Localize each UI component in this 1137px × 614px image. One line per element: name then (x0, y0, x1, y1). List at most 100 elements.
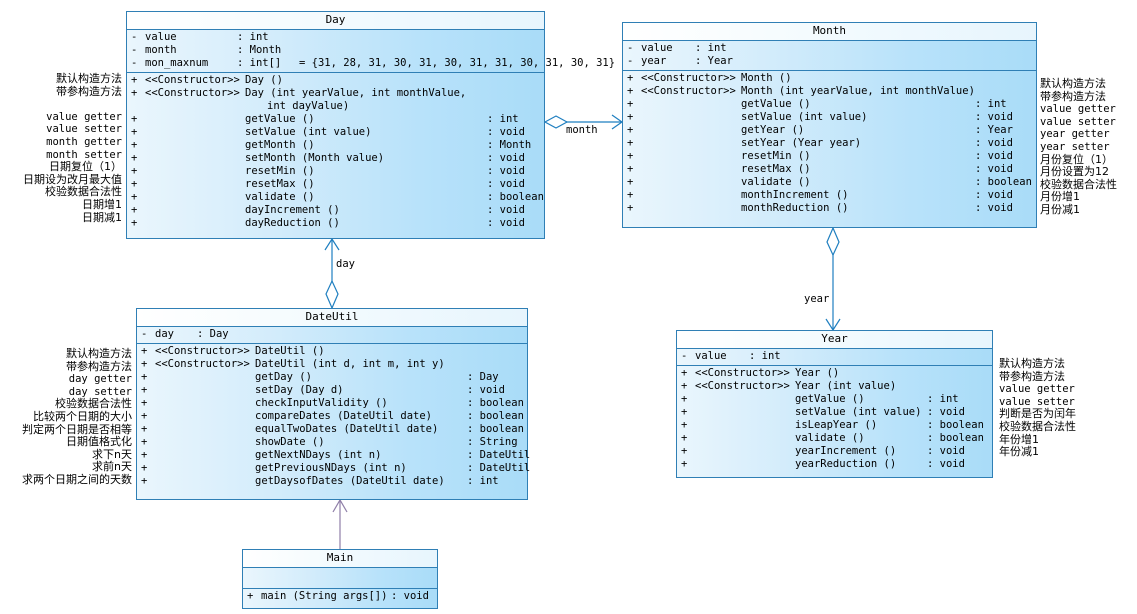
visibility-marker: + (141, 410, 148, 422)
visibility-marker: + (131, 165, 138, 177)
operation-row: +setValue (int value): void (127, 126, 544, 139)
visibility-marker: + (627, 137, 634, 149)
member-name: dayReduction () (245, 217, 340, 229)
annotation-line: 月份增1 (1040, 190, 1080, 204)
member-name: checkInputValidity () (255, 397, 388, 409)
operation-row: +dayIncrement (): void (127, 204, 544, 217)
annotation-line: year getter (1040, 128, 1110, 141)
visibility-marker: + (681, 445, 688, 457)
operation-row: +getDaysofDates (DateUtil date): int (137, 475, 527, 488)
visibility-marker: + (131, 204, 138, 216)
member-type: : void (927, 445, 965, 457)
operation-row: +getNextNDays (int n): DateUtil (137, 449, 530, 462)
member-name: Month () (741, 72, 792, 84)
class-title-main: Main (243, 550, 437, 568)
member-type: : int (927, 393, 959, 405)
member-type: : void (975, 111, 1013, 123)
member-type: : int (695, 42, 727, 54)
annotation-line: value getter (999, 383, 1075, 396)
operation-row: +validate (): boolean (127, 191, 544, 204)
member-name: monthReduction () (741, 202, 849, 214)
member-name: int dayValue) (267, 100, 350, 112)
member-type: : boolean (467, 397, 524, 409)
attribute-row: -value: int (623, 42, 1036, 55)
class-attributes-day: -value: int-month: Month-mon_maxnum: int… (127, 30, 615, 73)
visibility-marker: + (131, 126, 138, 138)
visibility-marker: + (627, 72, 634, 84)
member-type: : void (927, 406, 965, 418)
class-box-main[interactable]: Main +main (String args[]): void (242, 549, 438, 609)
annotation-line: 带参构造方法 (999, 369, 1065, 383)
annotation-line: day getter (68, 373, 132, 386)
member-name: getDaysofDates (DateUtil date) (255, 475, 445, 487)
class-box-month[interactable]: Month -value: int-year: Year +<<Construc… (622, 22, 1037, 228)
member-name: setMonth (Month value) (245, 152, 385, 164)
operation-row: +<<Constructor>>Month (int yearValue, in… (623, 85, 1036, 98)
member-type: : Year (695, 55, 733, 67)
annotation-line: 校验数据合法性 (999, 419, 1076, 433)
member-type: : void (487, 217, 525, 229)
member-name: equalTwoDates (DateUtil date) (255, 423, 439, 435)
annotation-line: 判定两个日期是否相等 (22, 422, 132, 436)
member-name: setValue (int value) (795, 406, 922, 418)
visibility-marker: + (627, 111, 634, 123)
member-type: : void (487, 126, 525, 138)
member-name: Year (int value) (795, 380, 897, 392)
annotation-line: 年份减1 (999, 445, 1039, 459)
stereotype: <<Constructor>> (155, 345, 250, 357)
edge-dateutil-day (324, 237, 340, 310)
visibility-marker: - (131, 44, 138, 56)
member-type: : void (975, 150, 1013, 162)
member-name: Day (int yearValue, int monthValue, (245, 87, 467, 99)
member-type: : Month (487, 139, 532, 151)
operation-row: +setYear (Year year): void (623, 137, 1036, 150)
member-name: getNextNDays (int n) (255, 449, 382, 461)
member-name: value (145, 31, 177, 43)
operation-row: +<<Constructor>>Month () (623, 72, 1036, 85)
operation-row: +<<Constructor>>Day (int yearValue, int … (127, 87, 544, 100)
visibility-marker: + (247, 590, 254, 602)
visibility-marker: + (141, 436, 148, 448)
member-name: yearReduction () (795, 458, 897, 470)
class-box-year[interactable]: Year -value: int +<<Constructor>>Year ()… (676, 330, 993, 478)
annotation-line: 默认构造方法 (999, 357, 1065, 370)
attribute-row: -value: int (127, 31, 544, 44)
member-name: getMonth () (245, 139, 315, 151)
member-name: setValue (int value) (741, 111, 868, 123)
visibility-marker: - (131, 31, 138, 43)
attribute-row: -day: Day (137, 328, 527, 341)
member-name: resetMin () (245, 165, 315, 177)
member-name: showDate () (255, 436, 325, 448)
visibility-marker: + (627, 98, 634, 110)
visibility-marker: + (681, 419, 688, 431)
annotation-line: 年份增1 (999, 432, 1039, 446)
annotation-line: year setter (1040, 140, 1110, 153)
member-name: mon_maxnum (145, 57, 209, 69)
visibility-marker: + (131, 74, 138, 86)
class-box-day[interactable]: Day -value: int-month: Month-mon_maxnum:… (126, 11, 615, 239)
annotation-line: month getter (46, 135, 122, 148)
operation-row: +validate (): boolean (677, 432, 992, 445)
member-name: year (641, 55, 667, 67)
visibility-marker: - (681, 350, 688, 362)
class-title-dateutil: DateUtil (137, 309, 527, 327)
annotation-line: 求下n天 (92, 447, 132, 461)
member-type: : int (975, 98, 1007, 110)
annotation-line: 带参构造方法 (1040, 89, 1106, 103)
visibility-marker: + (627, 163, 634, 175)
class-operations-dateutil: +<<Constructor>>DateUtil ()+<<Constructo… (137, 344, 530, 490)
visibility-marker: + (141, 397, 148, 409)
member-name: compareDates (DateUtil date) (255, 410, 433, 422)
annotation-line: 比较两个日期的大小 (33, 409, 132, 423)
visibility-marker: + (627, 176, 634, 188)
stereotype: <<Constructor>> (641, 85, 736, 97)
member-type: : int (749, 350, 781, 362)
class-box-dateutil[interactable]: DateUtil -day: Day +<<Constructor>>DateU… (136, 308, 530, 500)
member-type: : int (487, 113, 519, 125)
member-name: main (String args[]) (261, 590, 388, 602)
member-name: monthIncrement () (741, 189, 849, 201)
visibility-marker: + (681, 367, 688, 379)
stereotype: <<Constructor>> (145, 87, 240, 99)
